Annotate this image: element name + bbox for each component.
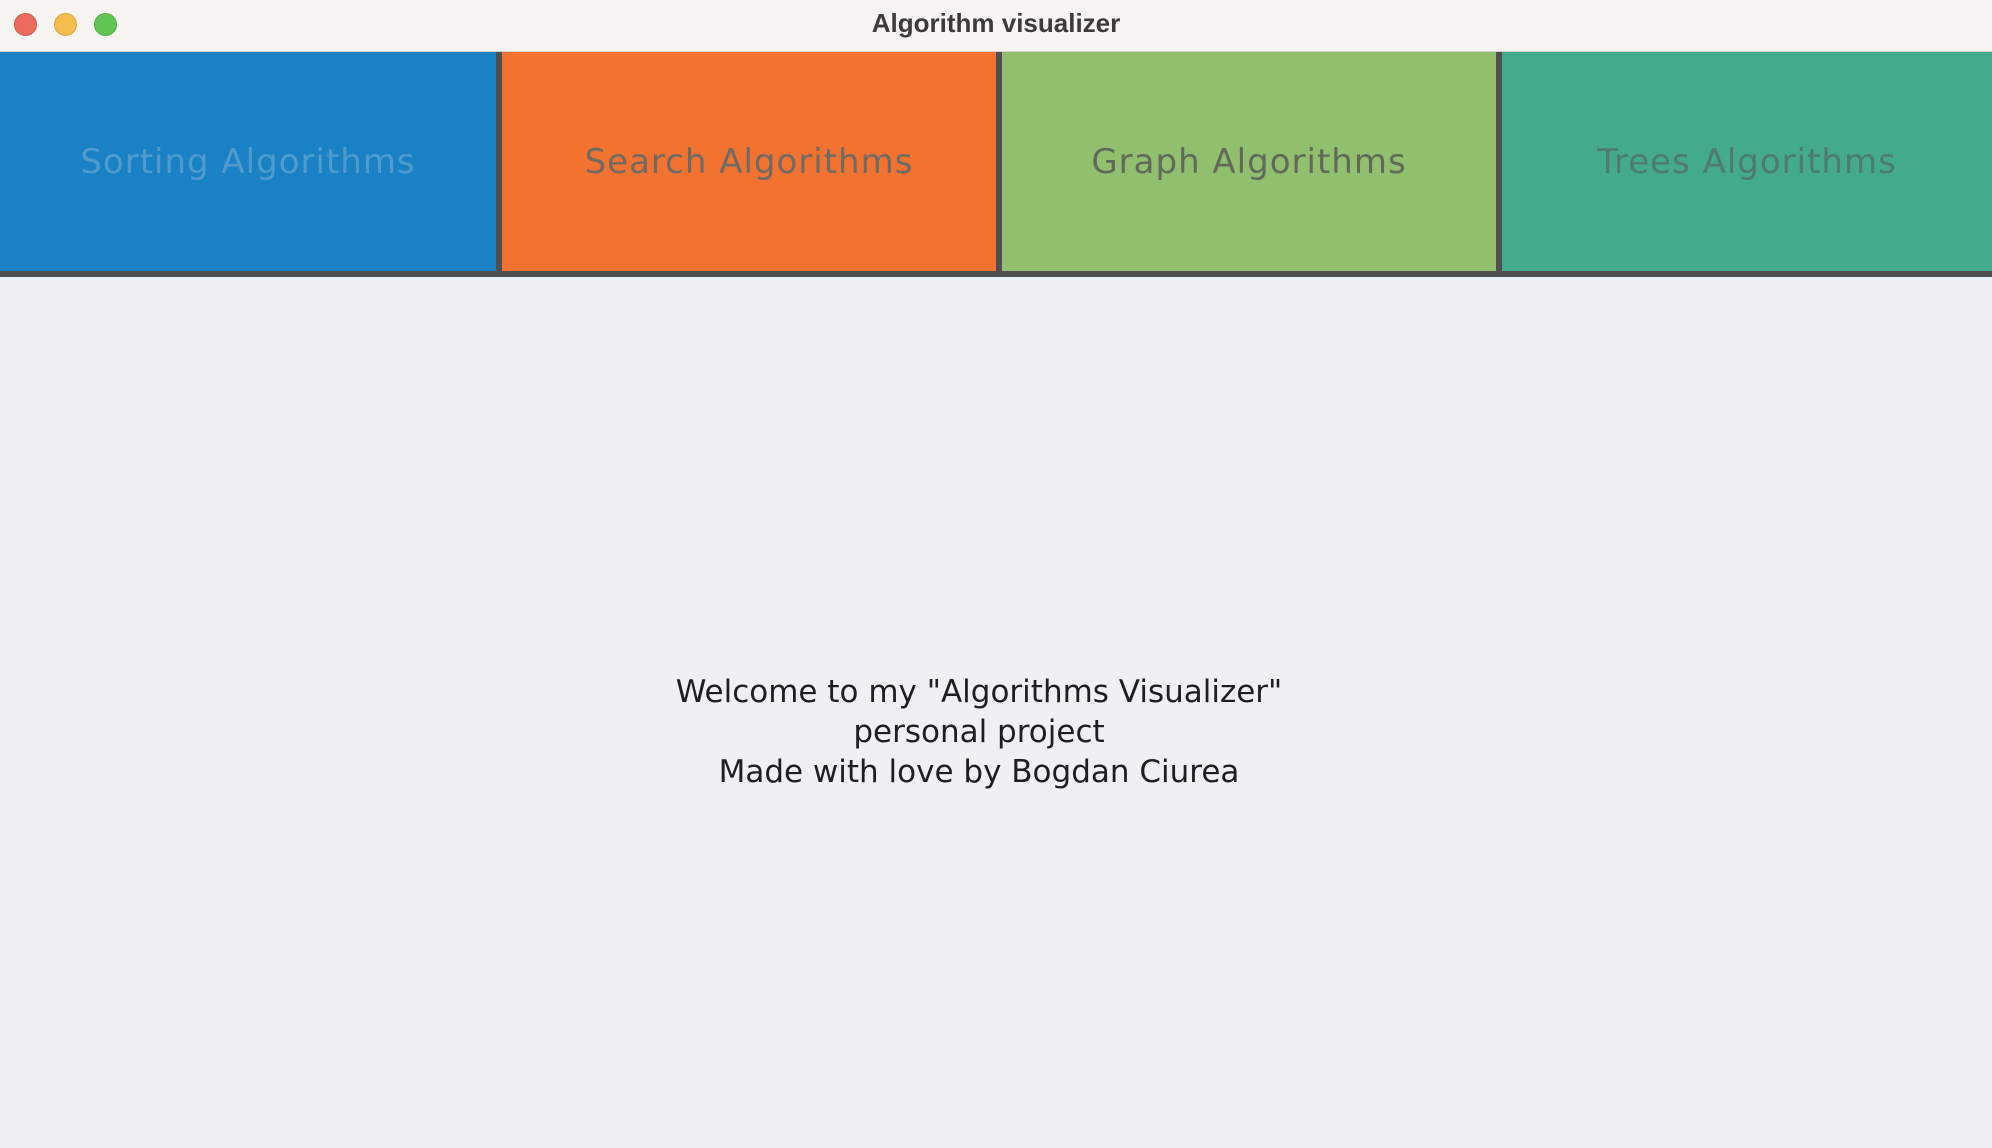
maximize-window-button[interactable] — [94, 13, 117, 36]
welcome-line-2: personal project — [853, 714, 1105, 750]
welcome-message: Welcome to my "Algorithms Visualizer" pe… — [0, 672, 1958, 792]
trees-algorithms-label: Trees Algorithms — [1597, 141, 1897, 182]
welcome-line-1: Welcome to my "Algorithms Visualizer" — [675, 674, 1283, 710]
graph-algorithms-label: Graph Algorithms — [1091, 141, 1407, 182]
main-content: Welcome to my "Algorithms Visualizer" pe… — [0, 277, 1992, 1148]
graph-algorithms-button[interactable]: Graph Algorithms — [1002, 52, 1496, 271]
search-algorithms-label: Search Algorithms — [584, 141, 914, 182]
title-bar: Algorithm visualizer — [0, 0, 1992, 52]
welcome-line-3: Made with love by Bogdan Ciurea — [718, 754, 1240, 790]
sorting-algorithms-button[interactable]: Sorting Algorithms — [0, 52, 496, 271]
window-title: Algorithm visualizer — [871, 8, 1121, 38]
sorting-algorithms-label: Sorting Algorithms — [80, 141, 416, 182]
minimize-window-button[interactable] — [54, 13, 77, 36]
trees-algorithms-button[interactable]: Trees Algorithms — [1502, 52, 1992, 271]
algorithm-nav: Sorting Algorithms Search Algorithms Gra… — [0, 52, 1992, 277]
search-algorithms-button[interactable]: Search Algorithms — [502, 52, 996, 271]
close-window-button[interactable] — [14, 13, 37, 36]
